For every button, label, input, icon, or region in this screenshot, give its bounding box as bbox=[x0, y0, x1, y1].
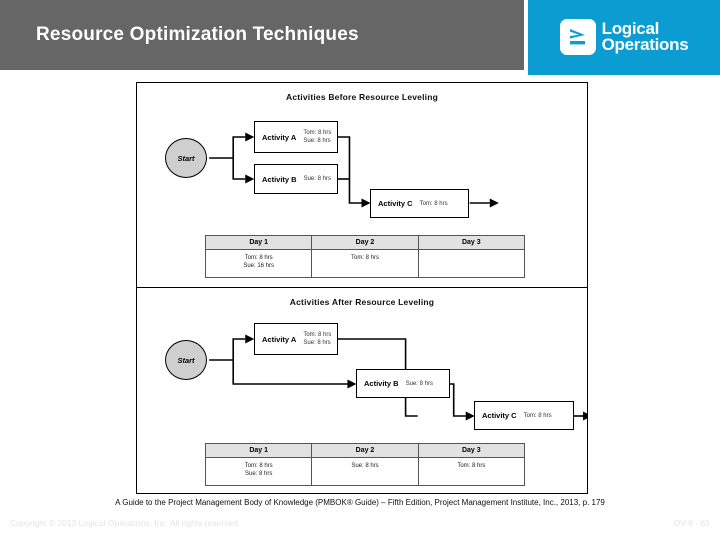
before-node-b-name: Activity B bbox=[262, 174, 297, 184]
after-start-node: Start bbox=[165, 340, 207, 380]
before-leveling-panel: Activities Before Resource Leveling bbox=[137, 83, 587, 288]
brand-line-2: Operations bbox=[601, 34, 689, 54]
after-panel-title: Activities After Resource Leveling bbox=[289, 297, 435, 307]
after-day-cell-2: Sue: 8 hrs bbox=[311, 457, 419, 486]
before-node-c-resources: Tom: 8 hrs bbox=[420, 200, 448, 208]
before-node-c-res-1: Tom: 8 hrs bbox=[419, 200, 448, 207]
before-day2-line1: Tom: 8 hrs bbox=[350, 255, 379, 261]
after-day-header-3: Day 3 bbox=[417, 443, 526, 458]
before-day-table-body-row: Tom: 8 hrs Sue: 16 hrs Tom: 8 hrs bbox=[204, 249, 526, 278]
before-node-b-res-1: Sue: 8 hrs bbox=[303, 176, 331, 182]
before-node-activity-a: Activity A Tom: 8 hrs Sue: 8 hrs bbox=[254, 121, 338, 153]
brand-wordmark: Logical Operations bbox=[601, 18, 689, 54]
after-day-header-1: Day 1 bbox=[204, 443, 313, 458]
after-node-a-name: Activity A bbox=[262, 334, 297, 344]
before-panel-title: Activities Before Resource Leveling bbox=[285, 92, 439, 102]
after-start-label: Start bbox=[177, 355, 195, 365]
before-day-header-1: Day 1 bbox=[204, 235, 313, 250]
greater-than-equal-icon bbox=[559, 18, 596, 55]
after-day-table-body-row: Tom: 8 hrs Sue: 8 hrs Sue: 8 hrs Tom: 8 … bbox=[204, 457, 526, 486]
slide-header-bar: Resource Optimization Techniques bbox=[0, 0, 524, 70]
before-node-c-name: Activity C bbox=[378, 199, 413, 208]
before-node-activity-b: Activity B Sue: 8 hrs bbox=[254, 164, 338, 194]
after-node-c-res-1: Tom: 8 hrs bbox=[523, 412, 552, 419]
after-day3-line1: Tom: 8 hrs bbox=[457, 463, 486, 469]
after-day1-line1: Tom: 8 hrs bbox=[244, 463, 273, 469]
after-node-activity-c: Activity C Tom: 8 hrs bbox=[474, 401, 574, 430]
after-node-activity-b: Activity B Sue: 8 hrs bbox=[356, 369, 450, 398]
before-start-label: Start bbox=[177, 153, 195, 163]
before-day-table: Day 1 Day 2 Day 3 Tom: 8 hrs Sue: 16 hrs… bbox=[204, 235, 526, 278]
after-day-header-2: Day 2 bbox=[311, 443, 419, 458]
before-node-a-res-2: Sue: 8 hrs bbox=[303, 138, 331, 144]
before-day-cell-1: Tom: 8 hrs Sue: 16 hrs bbox=[204, 249, 313, 278]
before-day-header-2: Day 2 bbox=[311, 235, 419, 250]
brand-line-1: Logical bbox=[601, 18, 660, 38]
after-day2-line1: Sue: 8 hrs bbox=[351, 463, 379, 469]
after-node-activity-a: Activity A Tom: 8 hrs Sue: 8 hrs bbox=[254, 323, 338, 355]
after-day1-line2: Sue: 8 hrs bbox=[244, 471, 273, 477]
after-leveling-panel: Activities After Resource Leveling Start… bbox=[137, 288, 587, 493]
after-node-c-name: Activity C bbox=[482, 411, 517, 420]
after-node-b-resources: Sue: 8 hrs bbox=[406, 380, 433, 388]
logical-operations-logo: Logical Operations bbox=[559, 18, 689, 55]
before-node-a-resources: Tom: 8 hrs Sue: 8 hrs bbox=[303, 129, 331, 145]
after-node-b-res-1: Sue: 8 hrs bbox=[405, 380, 433, 387]
before-node-a-res-1: Tom: 8 hrs bbox=[303, 130, 332, 136]
after-node-a-res-1: Tom: 8 hrs bbox=[303, 332, 332, 338]
source-citation: A Guide to the Project Management Body o… bbox=[115, 498, 605, 507]
after-day-table-header-row: Day 1 Day 2 Day 3 bbox=[204, 443, 526, 458]
copyright-notice: Copyright © 2013 Logical Operations, Inc… bbox=[10, 518, 241, 528]
after-day-cell-1: Tom: 8 hrs Sue: 8 hrs bbox=[204, 457, 313, 486]
before-node-a-name: Activity A bbox=[262, 132, 297, 142]
before-node-activity-c: Activity C Tom: 8 hrs bbox=[370, 189, 469, 218]
after-day-cell-3: Tom: 8 hrs bbox=[417, 457, 526, 486]
before-day-cell-2: Tom: 8 hrs bbox=[311, 249, 419, 278]
before-start-node: Start bbox=[165, 138, 207, 178]
diagram-frame: Activities Before Resource Leveling bbox=[136, 82, 588, 494]
after-day-table: Day 1 Day 2 Day 3 Tom: 8 hrs Sue: 8 hrs … bbox=[204, 443, 526, 486]
before-day1-line1: Tom: 8 hrs bbox=[244, 255, 273, 261]
after-node-b-name: Activity B bbox=[364, 379, 399, 388]
page-title: Resource Optimization Techniques bbox=[36, 24, 359, 45]
slide-number: OV 6 - 61 bbox=[673, 518, 710, 528]
after-node-a-resources: Tom: 8 hrs Sue: 8 hrs bbox=[303, 331, 331, 347]
brand-panel: Logical Operations bbox=[528, 0, 720, 75]
before-day-cell-3 bbox=[417, 249, 526, 278]
before-node-b-resources: Sue: 8 hrs bbox=[304, 175, 331, 183]
before-day1-line2: Sue: 16 hrs bbox=[243, 263, 274, 269]
before-day-table-header-row: Day 1 Day 2 Day 3 bbox=[204, 235, 526, 250]
before-day-header-3: Day 3 bbox=[417, 235, 526, 250]
after-node-a-res-2: Sue: 8 hrs bbox=[303, 340, 331, 346]
after-node-c-resources: Tom: 8 hrs bbox=[524, 412, 552, 420]
